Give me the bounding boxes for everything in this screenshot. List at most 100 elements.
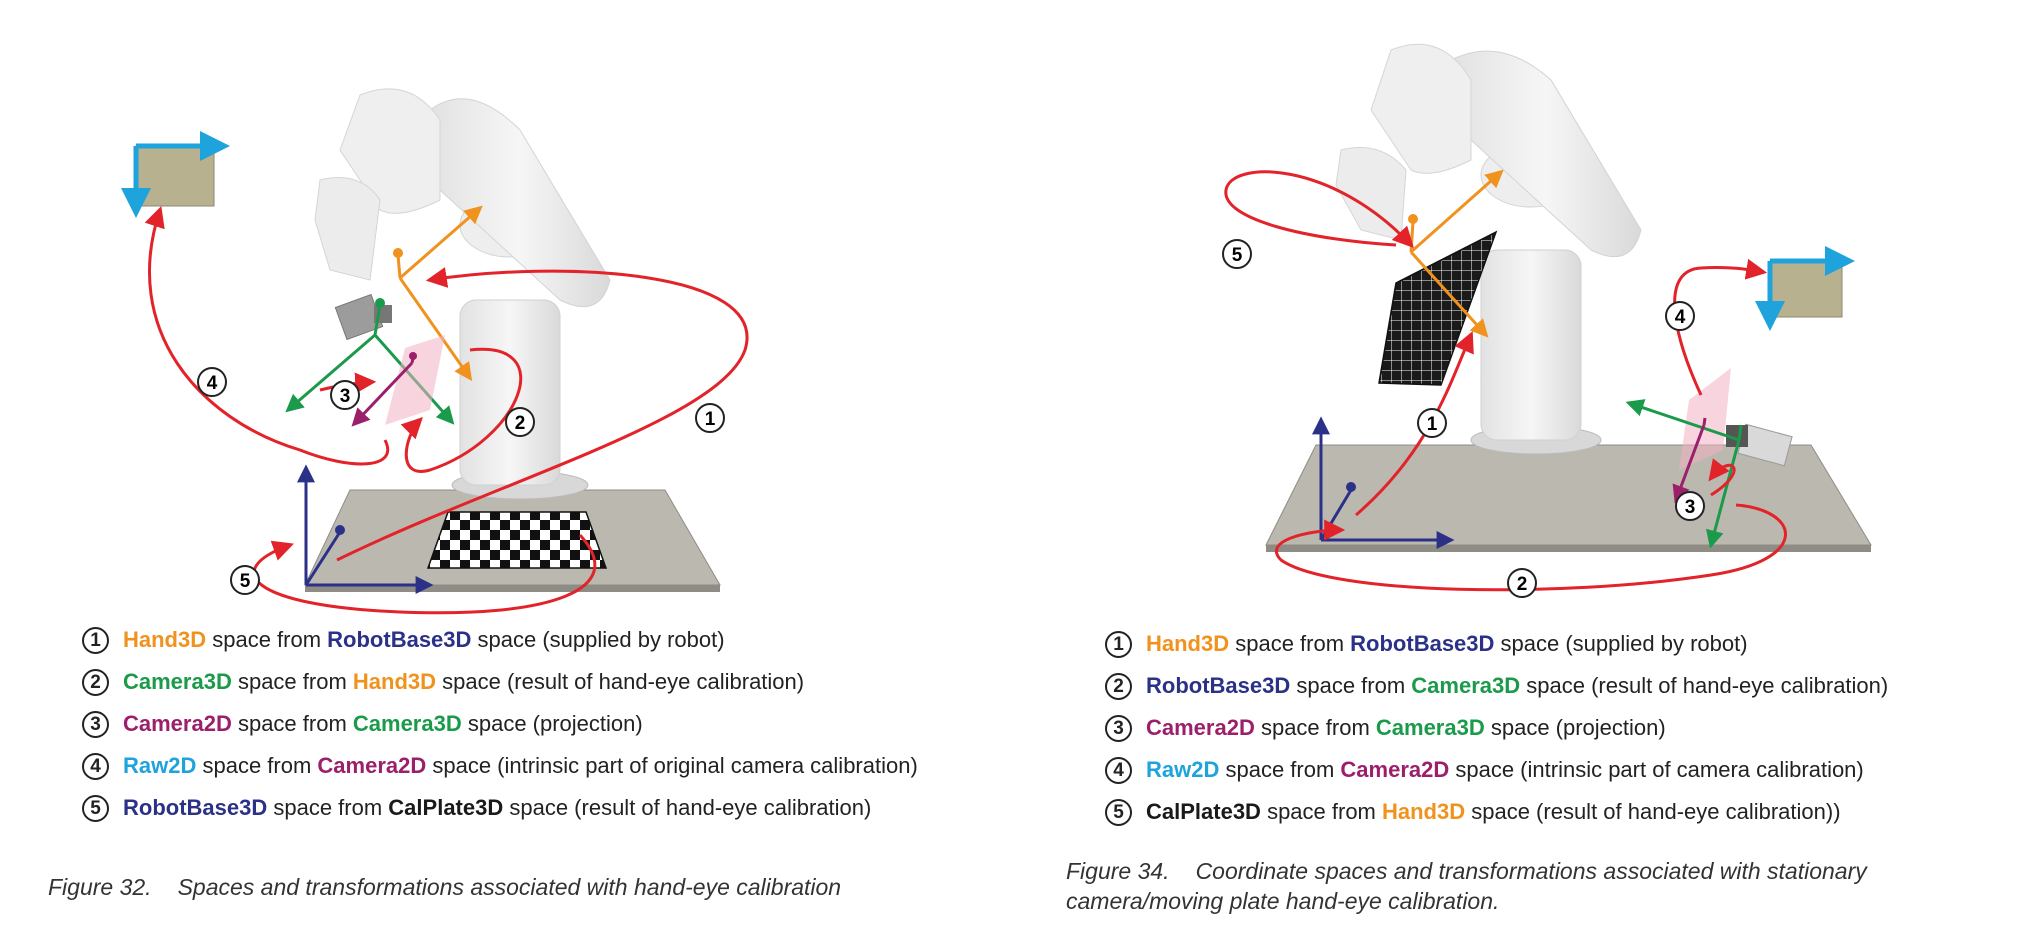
legend-target-space: Hand3D	[123, 627, 207, 652]
legend-text: Hand3D space from RobotBase3D space (sup…	[1146, 631, 2005, 657]
transform-arrow-2	[400, 347, 523, 473]
legend-number-badge: 1	[82, 627, 109, 654]
legend-connector: space from	[231, 669, 353, 694]
legend-source-space: CalPlate3D	[388, 795, 504, 820]
legend-description: space (result of hand-eye calibration))	[1465, 799, 1841, 824]
figure-32-illustration: 1 2 3 4 5	[121, 88, 749, 615]
calibration-plate	[1378, 230, 1498, 386]
legend-number-badge: 3	[82, 711, 109, 738]
svg-text:5: 5	[240, 571, 251, 592]
legend-number-badge: 4	[82, 753, 109, 780]
legend-target-space: Hand3D	[1146, 631, 1230, 656]
legend-text: Hand3D space from RobotBase3D space (sup…	[123, 627, 982, 653]
legend-source-space: Camera3D	[352, 711, 462, 736]
legend-connector: space from	[231, 711, 353, 736]
legend-target-space: Camera2D	[1146, 715, 1255, 740]
legend-description: space (result of hand-eye calibration)	[1520, 673, 1889, 698]
legend-source-space: Camera3D	[1411, 673, 1521, 698]
legend-text: CalPlate3D space from Hand3D space (resu…	[1146, 799, 2005, 825]
legend-target-space: Camera3D	[123, 669, 232, 694]
camera2d-axes	[1672, 417, 1707, 504]
legend-text: Raw2D space from Camera2D space (intrins…	[123, 753, 982, 779]
legend-number-badge: 5	[1105, 799, 1132, 826]
legend-source-space: Camera2D	[1340, 757, 1450, 782]
badge-1: 1	[1417, 408, 1447, 438]
legend-target-space: CalPlate3D	[1146, 799, 1261, 824]
stationary-camera	[1726, 423, 1793, 467]
badge-3: 3	[1675, 491, 1705, 521]
svg-text:2: 2	[515, 413, 526, 434]
legend-number-badge: 5	[82, 795, 109, 822]
legend-source-space: RobotBase3D	[1350, 631, 1495, 656]
legend-description: space (result of hand-eye calibration)	[503, 795, 872, 820]
legend-number-badge: 2	[1105, 673, 1132, 700]
legend-item-2: 2 RobotBase3D space from Camera3D space (…	[1105, 673, 2005, 700]
legend-source-space: Hand3D	[1382, 799, 1466, 824]
badge-1: 1	[695, 403, 725, 433]
svg-text:2: 2	[1517, 574, 1528, 595]
legend-item-4: 4 Raw2D space from Camera2D space (intrin…	[82, 753, 982, 780]
transform-arrow-3	[1708, 458, 1736, 497]
badge-5: 5	[230, 565, 260, 595]
svg-text:1: 1	[1427, 414, 1438, 435]
svg-text:4: 4	[207, 373, 218, 394]
legend-text: Camera3D space from Hand3D space (result…	[123, 669, 982, 695]
legend-description: space (intrinsic part of camera calibrat…	[1449, 757, 1864, 782]
legend-connector: space from	[196, 753, 318, 778]
legend-target-space: RobotBase3D	[1146, 673, 1291, 698]
svg-text:3: 3	[340, 386, 351, 407]
legend-item-5: 5 RobotBase3D space from CalPlate3D space…	[82, 795, 982, 822]
figure-34-caption-text: Coordinate spaces and transformations as…	[1066, 858, 1867, 914]
badge-2: 2	[505, 407, 535, 437]
transform-arrow-1	[336, 267, 749, 562]
legend-target-space: RobotBase3D	[123, 795, 268, 820]
legend-item-4: 4 Raw2D space from Camera2D space (intrin…	[1105, 757, 2005, 784]
legend-connector: space from	[1219, 757, 1341, 782]
legend-source-space: RobotBase3D	[327, 627, 472, 652]
badge-4: 4	[1665, 301, 1695, 331]
legend-item-1: 1 Hand3D space from RobotBase3D space (su…	[82, 627, 982, 654]
figure-34-label: Figure 34.	[1066, 858, 1170, 884]
svg-text:3: 3	[1685, 497, 1696, 518]
badge-3: 3	[330, 380, 360, 410]
transform-arrow-2	[1275, 503, 1787, 592]
legend-number-badge: 2	[82, 669, 109, 696]
legend-text: Camera2D space from Camera3D space (proj…	[1146, 715, 2005, 741]
robot-arm	[314, 88, 611, 500]
legend-connector: space from	[206, 627, 328, 652]
legend-item-2: 2 Camera3D space from Hand3D space (resul…	[82, 669, 982, 696]
svg-text:5: 5	[1232, 245, 1243, 266]
legend-target-space: Camera2D	[123, 711, 232, 736]
figure-32-label: Figure 32.	[48, 874, 152, 900]
legend-source-space: Camera2D	[317, 753, 427, 778]
transform-arrow-4	[1673, 258, 1768, 396]
badge-2: 2	[1507, 568, 1537, 598]
legend-source-space: Hand3D	[352, 669, 437, 694]
legend-description: space (projection)	[461, 711, 643, 736]
badge-4: 4	[197, 367, 227, 397]
svg-text:1: 1	[705, 409, 716, 430]
legend-description: space (projection)	[1484, 715, 1666, 740]
figure-32-caption: Figure 32.Spaces and transformations ass…	[48, 872, 988, 902]
svg-text:4: 4	[1675, 307, 1686, 328]
legend-connector: space from	[1290, 673, 1412, 698]
calibration-plate	[426, 511, 608, 569]
legend-text: Raw2D space from Camera2D space (intrins…	[1146, 757, 2005, 783]
robot-arm	[1335, 43, 1642, 455]
legend-description: space (supplied by robot)	[1494, 631, 1748, 656]
figure-34-illustration: 1 2 3 4 5	[1222, 43, 1872, 598]
legend-number-badge: 4	[1105, 757, 1132, 784]
raw2d-image	[1755, 246, 1855, 331]
raw2d-image	[121, 131, 230, 218]
legend-text: RobotBase3D space from CalPlate3D space …	[123, 795, 982, 821]
transform-arrow-5	[1224, 170, 1414, 249]
legend-connector: space from	[1229, 631, 1351, 656]
legend-connector: space from	[1254, 715, 1376, 740]
camera2d-axes	[351, 352, 417, 427]
base-plate-edge	[305, 585, 720, 592]
